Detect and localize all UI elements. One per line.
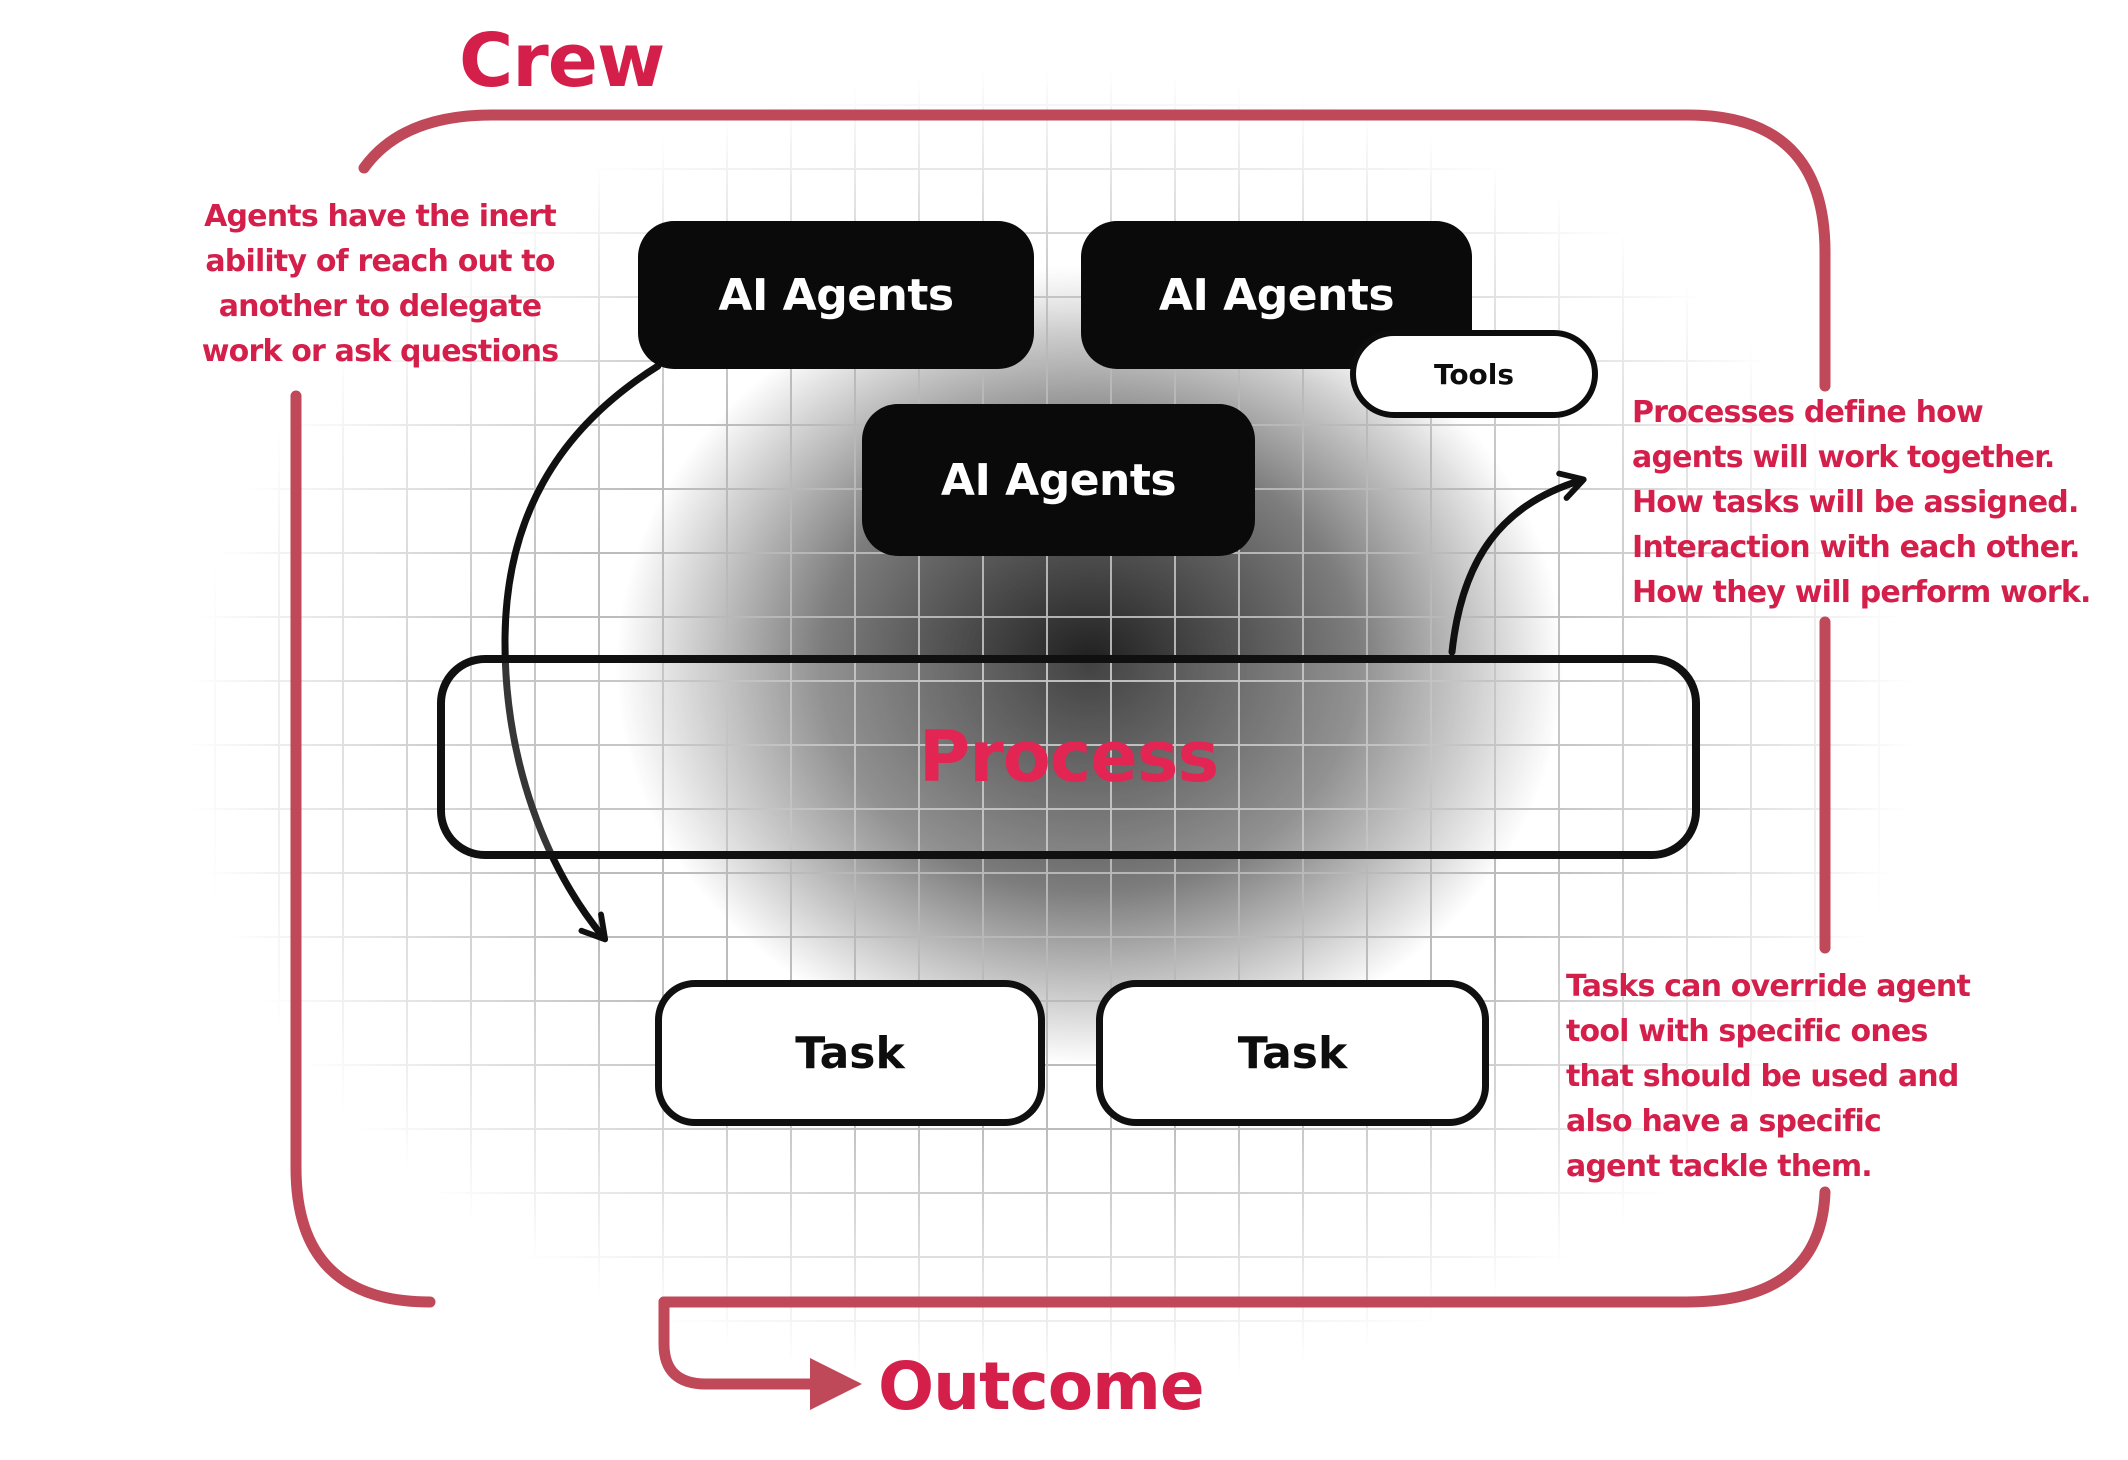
annotation-line: that should be used and: [1566, 1059, 1959, 1094]
annotation-line: How tasks will be assigned.: [1632, 485, 2079, 520]
annotation-line: also have a specific: [1566, 1104, 1882, 1139]
crew-border-top: [358, 109, 1831, 392]
annotation-line: agents will work together.: [1632, 440, 2055, 475]
annotation-line: Processes define how: [1632, 395, 1984, 430]
ai-agents-label: AI Agents: [1158, 269, 1395, 321]
annotation-line: work or ask questions: [201, 334, 559, 369]
crew-border-left: [290, 390, 436, 1308]
outcome-arrowhead: [810, 1358, 862, 1410]
outcome-connector: [658, 1296, 818, 1390]
crew-title: Crew: [459, 18, 665, 104]
grid-background: [150, 40, 1950, 1420]
annotation-processes: Processes define how agents will work to…: [1632, 390, 2128, 615]
ai-agents-box-3: AI Agents: [862, 404, 1255, 556]
ai-agents-label: AI Agents: [940, 454, 1177, 506]
task-box-1: Task: [655, 980, 1045, 1126]
ai-agents-box-1: AI Agents: [638, 221, 1034, 369]
annotation-line: another to delegate: [218, 289, 542, 324]
annotation-line: Interaction with each other.: [1632, 530, 2080, 565]
outcome-title: Outcome: [878, 1348, 1205, 1425]
process-bar: Process: [437, 655, 1700, 859]
process-note-arrow: [1448, 470, 1587, 656]
annotation-line: How they will perform work.: [1632, 575, 2091, 610]
annotation-line: tool with specific ones: [1566, 1014, 1928, 1049]
task-label: Task: [1237, 1027, 1348, 1079]
annotation-tasks: Tasks can override agent tool with speci…: [1566, 964, 2086, 1189]
delegate-arrow: [501, 362, 662, 943]
task-label: Task: [795, 1027, 905, 1079]
annotation-line: Tasks can override agent: [1566, 969, 1971, 1004]
tools-label: Tools: [1433, 357, 1515, 391]
ai-agents-label: AI Agents: [718, 269, 954, 321]
crew-border-bottom: [658, 1186, 1831, 1308]
annotation-delegation: Agents have the inert ability of reach o…: [185, 194, 575, 374]
annotation-line: ability of reach out to: [205, 244, 555, 279]
annotation-line: agent tackle them.: [1566, 1149, 1873, 1184]
task-box-2: Task: [1096, 980, 1489, 1126]
tools-badge: Tools: [1350, 330, 1598, 418]
annotation-line: Agents have the inert: [204, 199, 557, 234]
process-label: Process: [918, 716, 1219, 798]
